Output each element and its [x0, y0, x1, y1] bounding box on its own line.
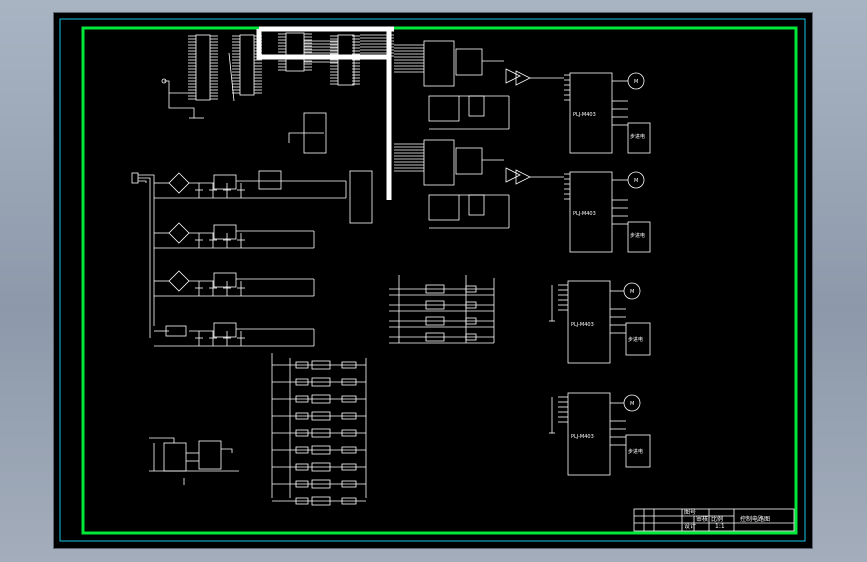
small-ic-block: [149, 437, 239, 485]
regulator-ic: [258, 170, 282, 190]
opto-ic: [423, 40, 455, 87]
motor-terminal-box: [625, 434, 651, 468]
regulator-ic: [213, 224, 237, 240]
feedback-network: [428, 194, 460, 221]
resistor: [341, 429, 357, 437]
driver-module: [567, 392, 611, 476]
regulator-ic: [213, 322, 237, 338]
inner-frame-outer: [59, 18, 806, 542]
optocoupler: [311, 377, 331, 387]
resistor: [341, 497, 357, 505]
opamp-1: [505, 167, 521, 183]
driver-label: PLJ-M403: [573, 211, 596, 217]
opamp-1: [505, 68, 521, 84]
regulator-ic: [213, 272, 237, 288]
resistor: [295, 395, 309, 403]
resistor: [341, 480, 357, 488]
motor-terminal-box: [625, 322, 651, 356]
opto-array-lower: [271, 353, 367, 506]
resistor: [341, 378, 357, 386]
bridge-rectifier: [168, 270, 190, 292]
title-cell-4: 审核: [696, 515, 708, 523]
motor-box-label: 步进电: [630, 133, 645, 140]
optocoupler: [311, 428, 331, 438]
resistor: [341, 463, 357, 471]
title-text: 控制电路图: [740, 515, 770, 523]
resistor: [295, 463, 309, 471]
resistor: [295, 446, 309, 454]
resistor: [341, 361, 357, 369]
driver-module: [569, 72, 613, 154]
motor-box-label: 步进电: [630, 232, 645, 239]
motor-label: M: [634, 178, 638, 184]
optocoupler: [425, 284, 445, 294]
optocoupler: [311, 394, 331, 404]
mcu-block: [161, 26, 394, 224]
resistor: [295, 361, 309, 369]
optocoupler: [425, 300, 445, 310]
resistor: [295, 412, 309, 420]
resistor: [341, 395, 357, 403]
opamp-2: [515, 70, 531, 86]
motor-terminal-box: [627, 221, 651, 253]
title-cell-3: 设计: [684, 522, 696, 530]
resistor: [341, 412, 357, 420]
logic-ic: [455, 48, 483, 76]
opamp-2: [515, 169, 531, 185]
resistor: [295, 429, 309, 437]
optocoupler: [425, 316, 445, 326]
driver-label: PLJ-M403: [571, 322, 594, 328]
optocoupler: [311, 479, 331, 489]
logic-ic: [455, 147, 483, 175]
regulator-ic: [213, 174, 237, 190]
optocoupler: [425, 332, 445, 342]
optocoupler: [311, 496, 331, 506]
regulator: [165, 325, 187, 337]
resistor: [341, 446, 357, 454]
opto-ic: [423, 139, 455, 186]
optocoupler: [311, 462, 331, 472]
driver-module: [569, 171, 613, 253]
motor-box-label: 步进电: [628, 448, 643, 455]
resistor: [468, 194, 485, 216]
optocoupler: [311, 360, 331, 370]
feedback-network: [428, 95, 460, 122]
driver-label: PLJ-M403: [571, 434, 594, 440]
motor-box-label: 步进电: [628, 336, 643, 343]
title-cell-0: 图号: [684, 509, 696, 516]
resistor: [295, 378, 309, 386]
title-block: 图号 比例 1:1 设计 审核 控制电路图: [633, 508, 795, 532]
resistor: [295, 480, 309, 488]
title-cell-2: 1:1: [715, 523, 725, 530]
motor-label: M: [634, 79, 638, 85]
driver-module: [567, 280, 611, 364]
resistor: [295, 497, 309, 505]
motor-terminal-box: [627, 122, 651, 154]
optocoupler: [311, 411, 331, 421]
optocoupler: [311, 445, 331, 455]
opto-array-upper: [389, 275, 495, 344]
power-supply: [131, 170, 347, 347]
bridge-rectifier: [168, 172, 190, 194]
bridge-rectifier: [168, 222, 190, 244]
driver-label: PLJ-M403: [573, 112, 596, 118]
motor-label: M: [630, 289, 634, 295]
resistor: [468, 95, 485, 117]
green-border: [81, 26, 798, 535]
motor-label: M: [630, 401, 634, 407]
title-cell-1: 比例: [711, 515, 723, 523]
